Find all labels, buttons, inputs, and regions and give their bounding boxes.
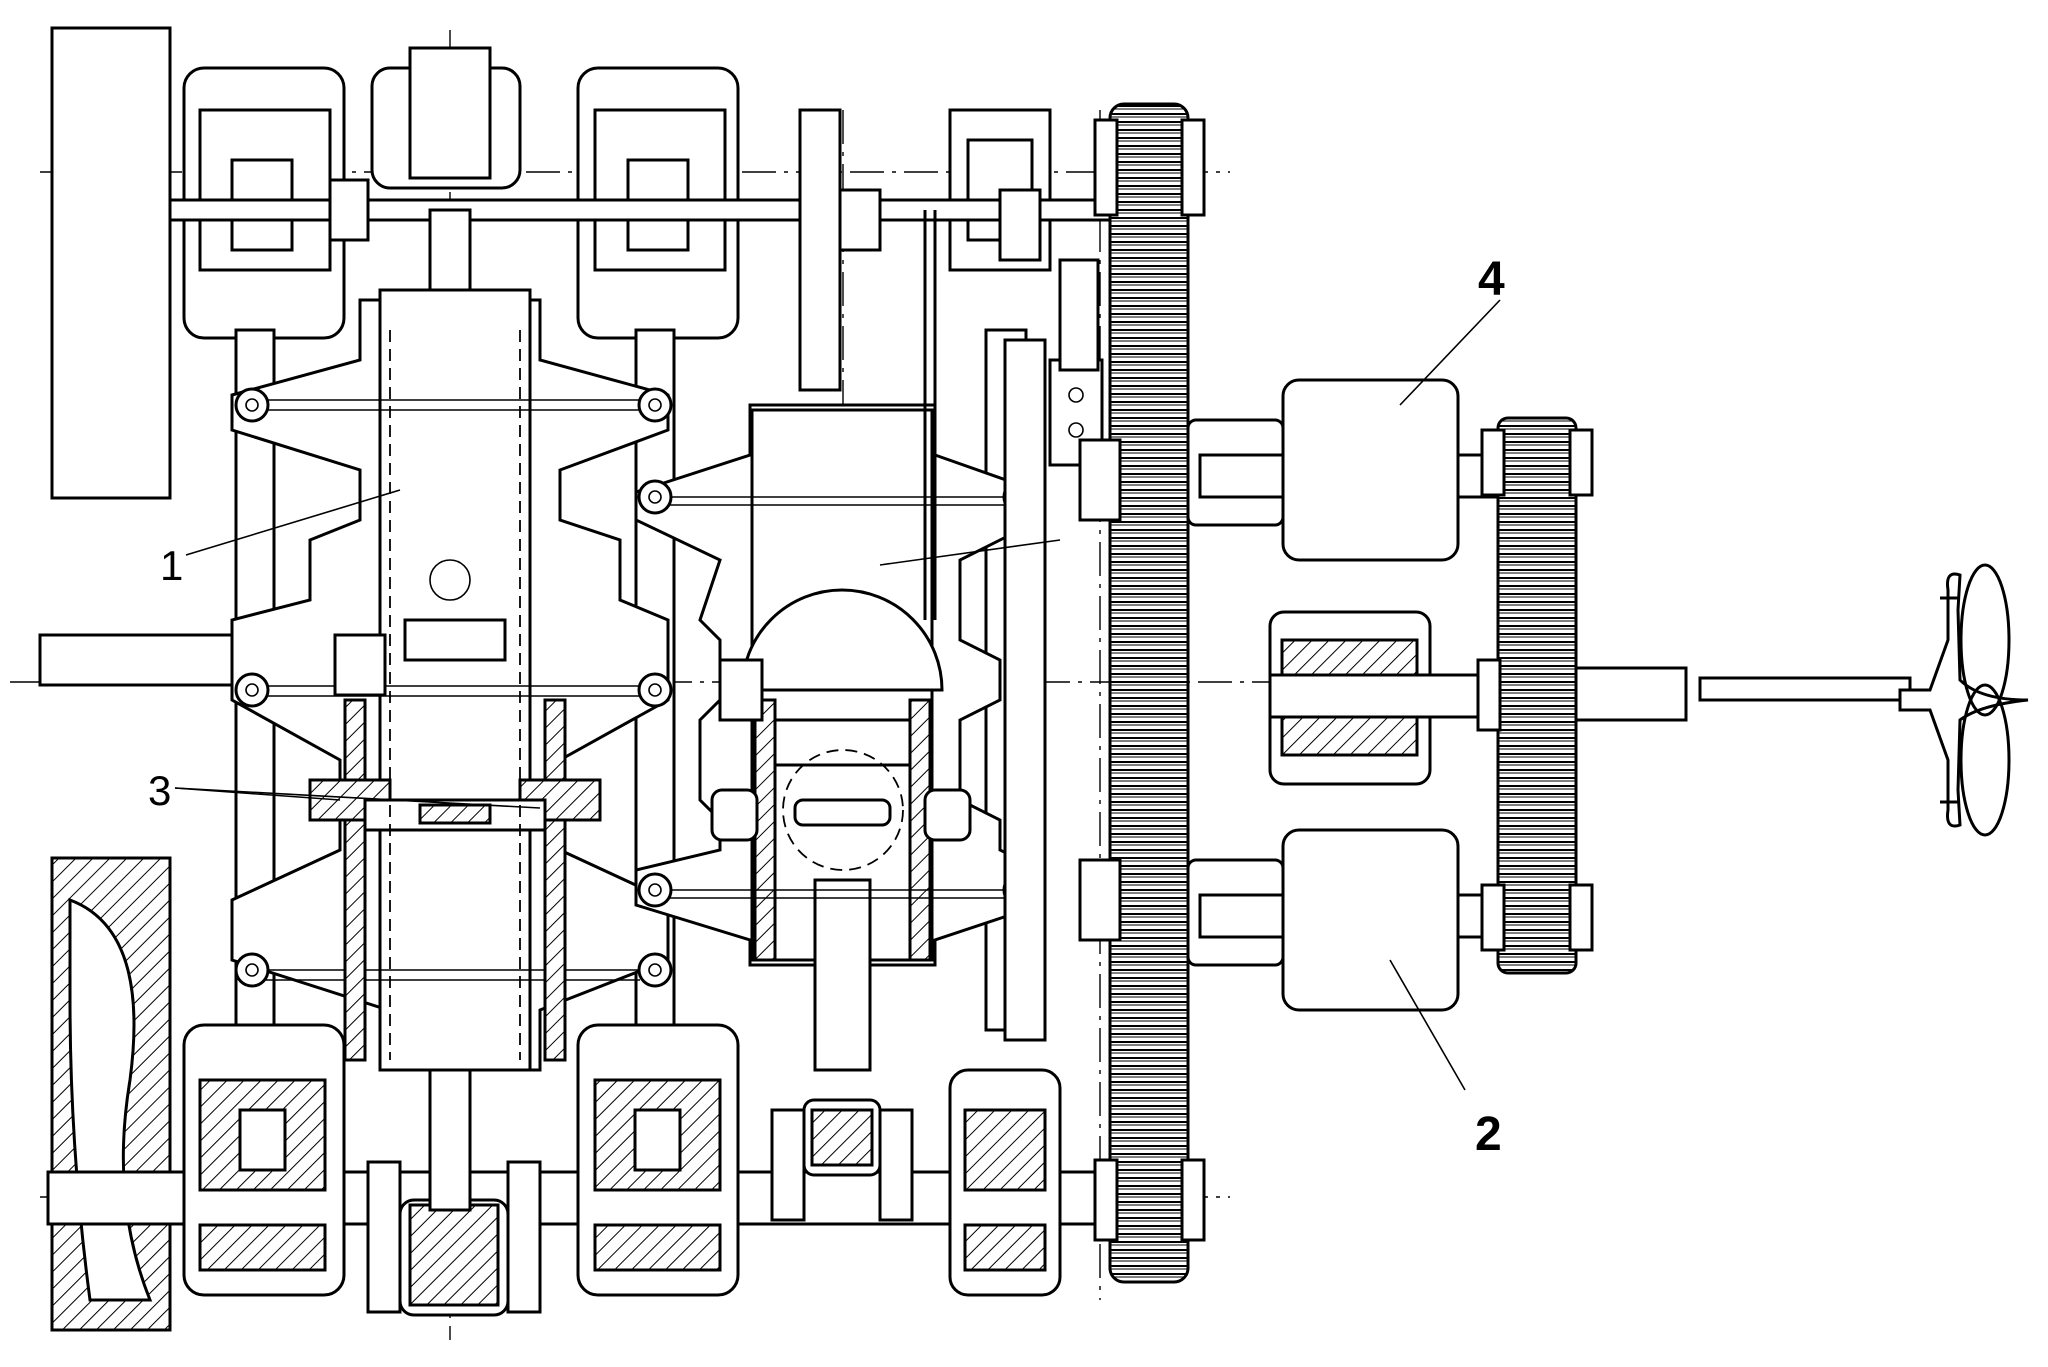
propeller-icon — [1898, 563, 2029, 837]
label-1: 1 — [160, 542, 183, 589]
label-4: 4 — [1478, 253, 1505, 306]
valve-gear — [1003, 258, 1104, 1042]
left-pivots — [234, 387, 673, 988]
right-cylinder — [634, 210, 1042, 1072]
crankshaft — [46, 1023, 1110, 1317]
top-bearings — [168, 46, 1112, 340]
main-gear — [1078, 102, 1206, 1284]
motor-2 — [1281, 828, 1460, 1012]
label-3: 3 — [148, 767, 171, 814]
gearbox-section — [1186, 378, 1912, 1012]
label-2: 2 — [1475, 1108, 1502, 1161]
leader-lines — [174, 299, 1501, 1091]
motor-4 — [1281, 378, 1460, 562]
left-cylinder — [230, 288, 670, 1072]
callout-labels: 1 2 3 4 — [148, 253, 1505, 1161]
